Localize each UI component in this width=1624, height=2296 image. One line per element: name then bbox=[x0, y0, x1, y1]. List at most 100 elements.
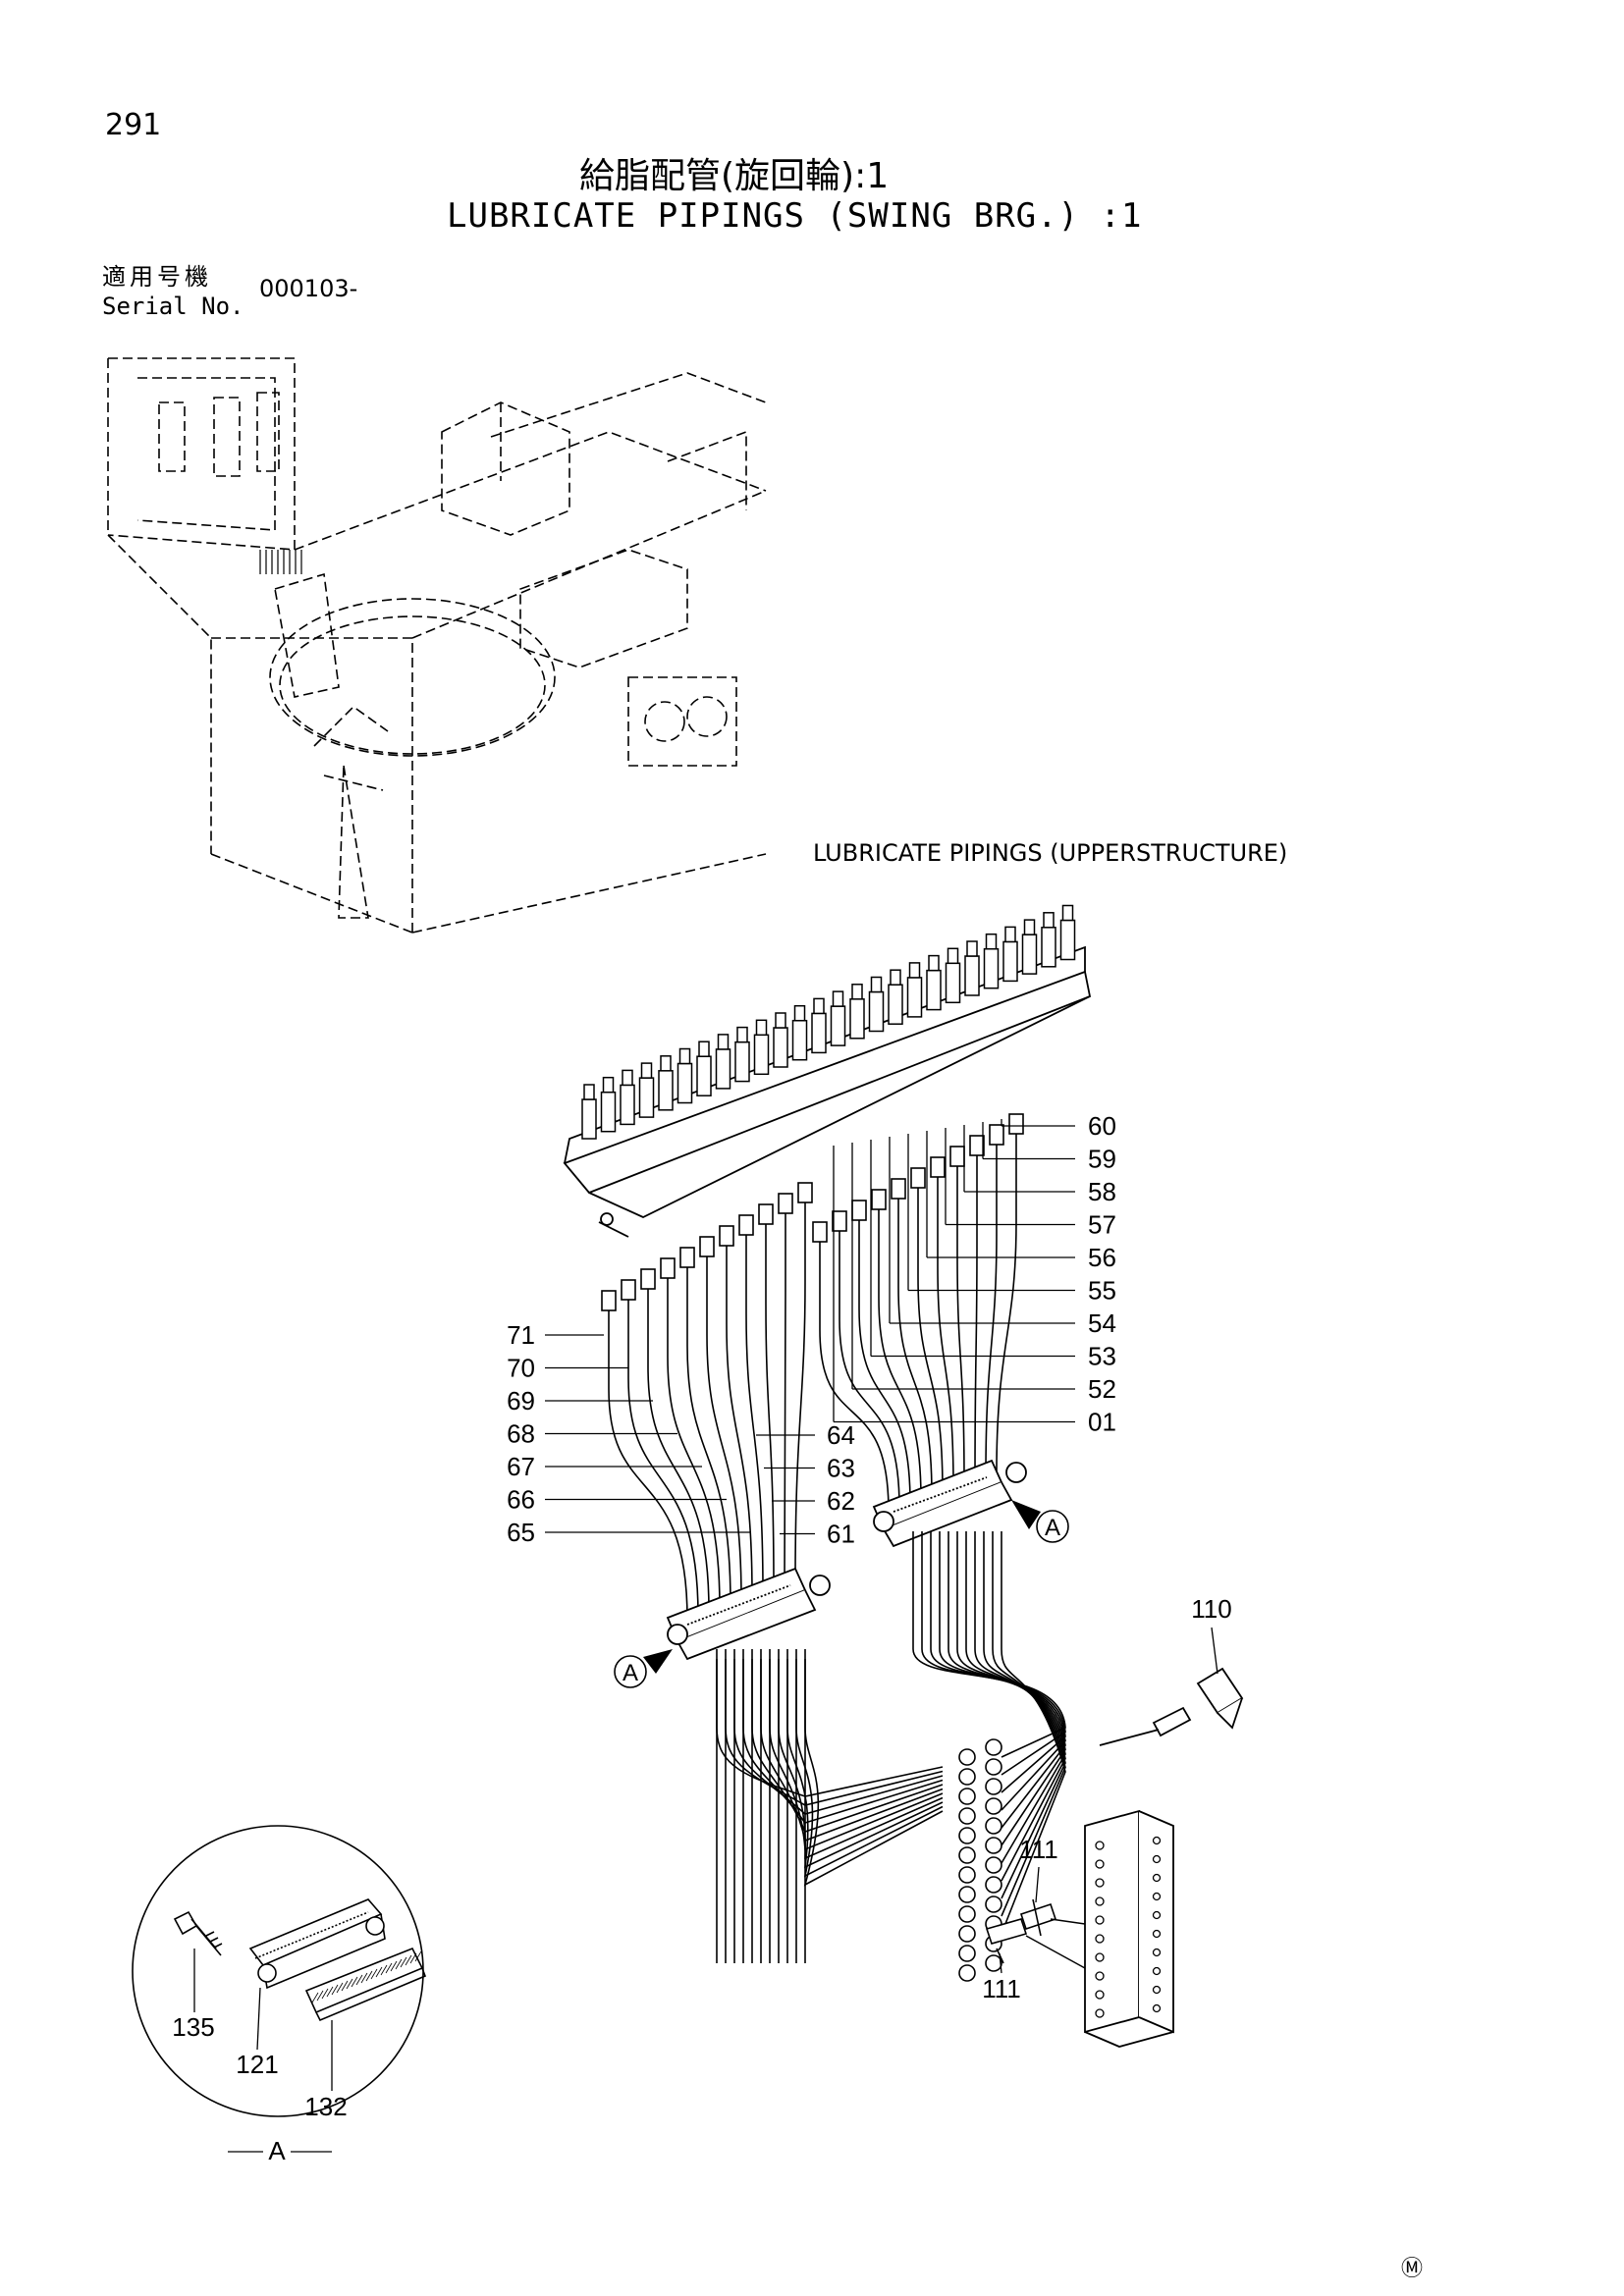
manifold-nipple bbox=[600, 1076, 617, 1133]
hose-end-cap bbox=[871, 1189, 887, 1210]
manifold-nipple bbox=[926, 954, 942, 1011]
manifold-nipple bbox=[715, 1034, 731, 1090]
page-title-japanese: 給脂配管(旋回輪):1 bbox=[579, 156, 890, 196]
lower-hose bbox=[992, 1531, 1066, 1917]
detail-pad-hatching bbox=[311, 1950, 422, 2003]
manifold-nipple bbox=[983, 933, 1000, 989]
manifold-nipple bbox=[1059, 904, 1076, 961]
manifold-nipple bbox=[906, 962, 923, 1018]
callout-label-left: 71 bbox=[507, 1320, 535, 1350]
hose-end-cap bbox=[601, 1290, 617, 1311]
callout-label-left: 70 bbox=[507, 1354, 535, 1383]
callout-label-right: 52 bbox=[1088, 1374, 1116, 1404]
elbow-fitting bbox=[1099, 1667, 1244, 1746]
serial-label-japanese: 適用号機 bbox=[102, 263, 212, 291]
cab-louver bbox=[259, 550, 302, 574]
hose-end-cap bbox=[679, 1247, 695, 1268]
callout-label-right: 60 bbox=[1088, 1111, 1116, 1141]
hose-connector-right bbox=[872, 1459, 1027, 1548]
lower-hose bbox=[803, 1649, 944, 1887]
lower-hose bbox=[795, 1649, 944, 1878]
hose-end-cap bbox=[660, 1257, 676, 1279]
serial-label-english: Serial No. bbox=[102, 293, 244, 320]
manifold-nipple bbox=[753, 1019, 770, 1076]
lower-hose bbox=[725, 1649, 944, 1806]
swing-bearing-terminal-block bbox=[1084, 1809, 1174, 2048]
manifold-nipple bbox=[811, 997, 827, 1054]
page-title-english: LUBRICATE PIPINGS (SWING BRG.) :1 bbox=[447, 196, 1143, 236]
view-a-letter-left: A bbox=[623, 1660, 638, 1686]
manifold-nipple bbox=[773, 1012, 788, 1068]
view-a-letter-right: A bbox=[1045, 1515, 1060, 1541]
hose-bundle-right bbox=[812, 1113, 1024, 1513]
manufacturer-mark: Ⓜ bbox=[1401, 2257, 1424, 2281]
callout-label-mid: 62 bbox=[827, 1486, 855, 1516]
manifold-nipple bbox=[1002, 926, 1018, 983]
hose-end-cap bbox=[797, 1182, 813, 1203]
hose-end-cap bbox=[640, 1268, 656, 1290]
hose-end-cap bbox=[969, 1135, 985, 1156]
callout-label-right: 59 bbox=[1088, 1145, 1116, 1174]
lower-hose bbox=[912, 1531, 1066, 1758]
callout-label-left: 66 bbox=[507, 1485, 535, 1515]
view-a-marker-right: A bbox=[1011, 1500, 1069, 1543]
hose-end-cap bbox=[719, 1225, 734, 1247]
manifold-nipple bbox=[677, 1047, 693, 1104]
callout-label-left: 69 bbox=[507, 1386, 535, 1415]
label-detail-pad: 132 bbox=[304, 2092, 347, 2121]
manifold-nipple bbox=[620, 1069, 635, 1126]
callout-label-right: 57 bbox=[1088, 1210, 1116, 1240]
manifold-nipple bbox=[658, 1055, 674, 1111]
manifold-nipple bbox=[888, 969, 903, 1025]
callout-label-right: 56 bbox=[1088, 1243, 1116, 1272]
manifold-nipple bbox=[964, 940, 980, 996]
lower-hose bbox=[965, 1531, 1066, 1864]
manifold-nipple bbox=[581, 1084, 597, 1140]
hose-end-cap bbox=[758, 1203, 774, 1225]
callout-label-right: 55 bbox=[1088, 1276, 1116, 1306]
detail-view-a bbox=[132, 1825, 427, 2117]
lower-hose bbox=[983, 1531, 1066, 1899]
callout-label-left: 68 bbox=[507, 1419, 535, 1449]
callout-label-right: 54 bbox=[1088, 1308, 1116, 1338]
hose-end-cap bbox=[699, 1236, 715, 1257]
hose-connector-left bbox=[666, 1567, 831, 1661]
callout-label-right: 01 bbox=[1088, 1408, 1116, 1437]
lower-hose bbox=[769, 1649, 944, 1851]
hose-end-cap bbox=[812, 1221, 828, 1243]
manifold-nipple bbox=[696, 1041, 712, 1096]
label-fitting-lower: 111 bbox=[982, 1974, 1021, 2003]
callout-label-mid: 61 bbox=[827, 1520, 855, 1549]
manifold-nipple bbox=[830, 990, 846, 1046]
hose-bundle-lower bbox=[716, 1531, 1066, 1982]
serial-number-value: 000103- bbox=[259, 275, 358, 302]
label-detail-view: A bbox=[268, 2136, 286, 2165]
callout-label-left: 67 bbox=[507, 1452, 535, 1481]
callout-label-right: 53 bbox=[1088, 1342, 1116, 1371]
hose-bundle-left bbox=[601, 1182, 813, 1621]
manifold-nipple bbox=[638, 1062, 655, 1118]
callout-label-right: 58 bbox=[1088, 1177, 1116, 1206]
upperstructure-manifold bbox=[563, 945, 1092, 1238]
manifold-nipple bbox=[1021, 919, 1038, 975]
hose-end-cap bbox=[989, 1124, 1004, 1146]
hose-end-cap bbox=[738, 1214, 754, 1236]
lower-hose bbox=[778, 1649, 944, 1860]
manifold-nipple bbox=[849, 984, 865, 1040]
lower-hose bbox=[786, 1649, 944, 1869]
lower-hose bbox=[1001, 1531, 1066, 1935]
manifold-nipple bbox=[945, 947, 961, 1004]
manifold-nipple bbox=[1041, 912, 1056, 968]
section-title: LUBRICATE PIPINGS (UPPERSTRUCTURE) bbox=[813, 839, 1288, 867]
label-detail-bolt: 135 bbox=[172, 2012, 214, 2042]
right-callouts bbox=[833, 1119, 1075, 1423]
hose-end-cap bbox=[832, 1210, 847, 1232]
lower-hose bbox=[742, 1649, 944, 1824]
terminal-block-ports bbox=[1095, 1836, 1162, 2018]
hose-end-cap bbox=[891, 1178, 906, 1200]
manifold-nipples bbox=[581, 904, 1076, 1140]
